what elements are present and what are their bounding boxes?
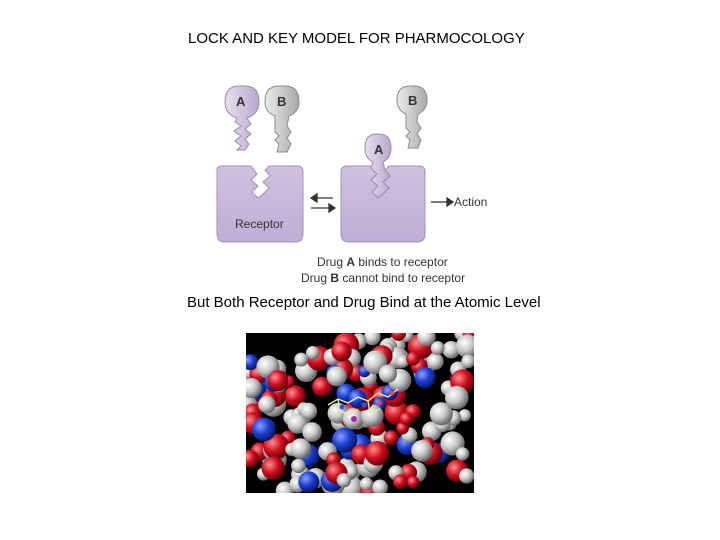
surface-atom xyxy=(383,430,399,446)
surface-atom xyxy=(455,447,470,461)
surface-atom xyxy=(263,433,289,460)
surface-atom xyxy=(267,370,289,391)
surface-atom xyxy=(306,346,320,360)
surface-atom xyxy=(461,354,474,369)
action-arrow xyxy=(431,196,455,208)
surface-atom xyxy=(406,351,420,366)
caption-line-1: Drug A binds to receptor xyxy=(317,255,448,269)
surface-atom xyxy=(331,427,358,453)
surface-atom xyxy=(348,389,367,408)
key-a-bound: A xyxy=(364,133,392,199)
surface-atom xyxy=(430,341,445,355)
key-a-bound-label: A xyxy=(374,142,384,157)
surface-atom xyxy=(455,334,474,359)
action-label: Action xyxy=(454,195,487,209)
surface-atom xyxy=(393,474,408,489)
molecular-surface-image xyxy=(246,333,474,493)
surface-atom xyxy=(252,417,276,442)
surface-atom xyxy=(284,385,306,407)
equilibrium-arrows xyxy=(309,192,337,214)
surface-atom xyxy=(442,341,460,359)
key-b-unbound: B xyxy=(264,85,300,153)
surface-atom xyxy=(378,364,397,383)
surface-atom xyxy=(458,409,471,422)
surface-atom xyxy=(459,468,474,484)
surface-atom xyxy=(294,352,309,367)
surface-atom xyxy=(261,456,285,480)
surface-atom xyxy=(312,376,332,397)
surface-atom xyxy=(246,378,262,399)
surface-atom xyxy=(372,479,388,493)
receptor-right xyxy=(340,165,426,243)
surface-atom xyxy=(298,471,320,493)
subtitle: But Both Receptor and Drug Bind at the A… xyxy=(187,294,541,311)
surface-atom xyxy=(399,412,414,426)
surface-atom xyxy=(396,354,410,368)
surface-atom xyxy=(302,422,322,442)
ligand-atoms xyxy=(339,390,395,422)
bound-ligand xyxy=(327,388,399,416)
receptor-left xyxy=(216,165,304,243)
surface-atom xyxy=(426,353,444,370)
receptor-label: Receptor xyxy=(235,217,284,231)
key-b-floating-label: B xyxy=(408,93,417,108)
surface-atom xyxy=(414,367,436,389)
surface-atom xyxy=(287,413,308,434)
surface-atoms xyxy=(246,333,474,493)
surface-atom xyxy=(417,333,436,347)
surface-atom xyxy=(326,366,347,387)
surface-atom xyxy=(364,333,381,346)
surface-atom xyxy=(246,449,259,468)
key-a-unbound: A xyxy=(224,85,260,151)
surface-atom xyxy=(291,458,306,474)
caption-line-2: Drug B cannot bind to receptor xyxy=(301,271,465,285)
key-b-floating: B xyxy=(396,85,428,149)
surface-atom xyxy=(258,395,276,414)
surface-atom xyxy=(411,440,433,462)
surface-atom xyxy=(246,354,259,371)
surface-atom xyxy=(391,333,406,341)
surface-atom xyxy=(407,475,420,489)
key-a-label: A xyxy=(236,94,246,109)
surface-atom xyxy=(359,477,373,491)
surface-atom xyxy=(364,441,390,466)
surface-atom xyxy=(429,402,453,426)
surface-atom xyxy=(445,385,469,410)
surface-atom xyxy=(331,341,352,362)
key-b-label: B xyxy=(277,94,286,109)
surface-atom xyxy=(290,438,312,459)
page-title: LOCK AND KEY MODEL FOR PHARMOCOLOGY xyxy=(188,30,525,47)
lock-and-key-diagram: Receptor A B A B Action Drug A binds to … xyxy=(216,85,487,285)
surface-atom xyxy=(336,473,352,488)
surface-atom xyxy=(300,402,318,420)
